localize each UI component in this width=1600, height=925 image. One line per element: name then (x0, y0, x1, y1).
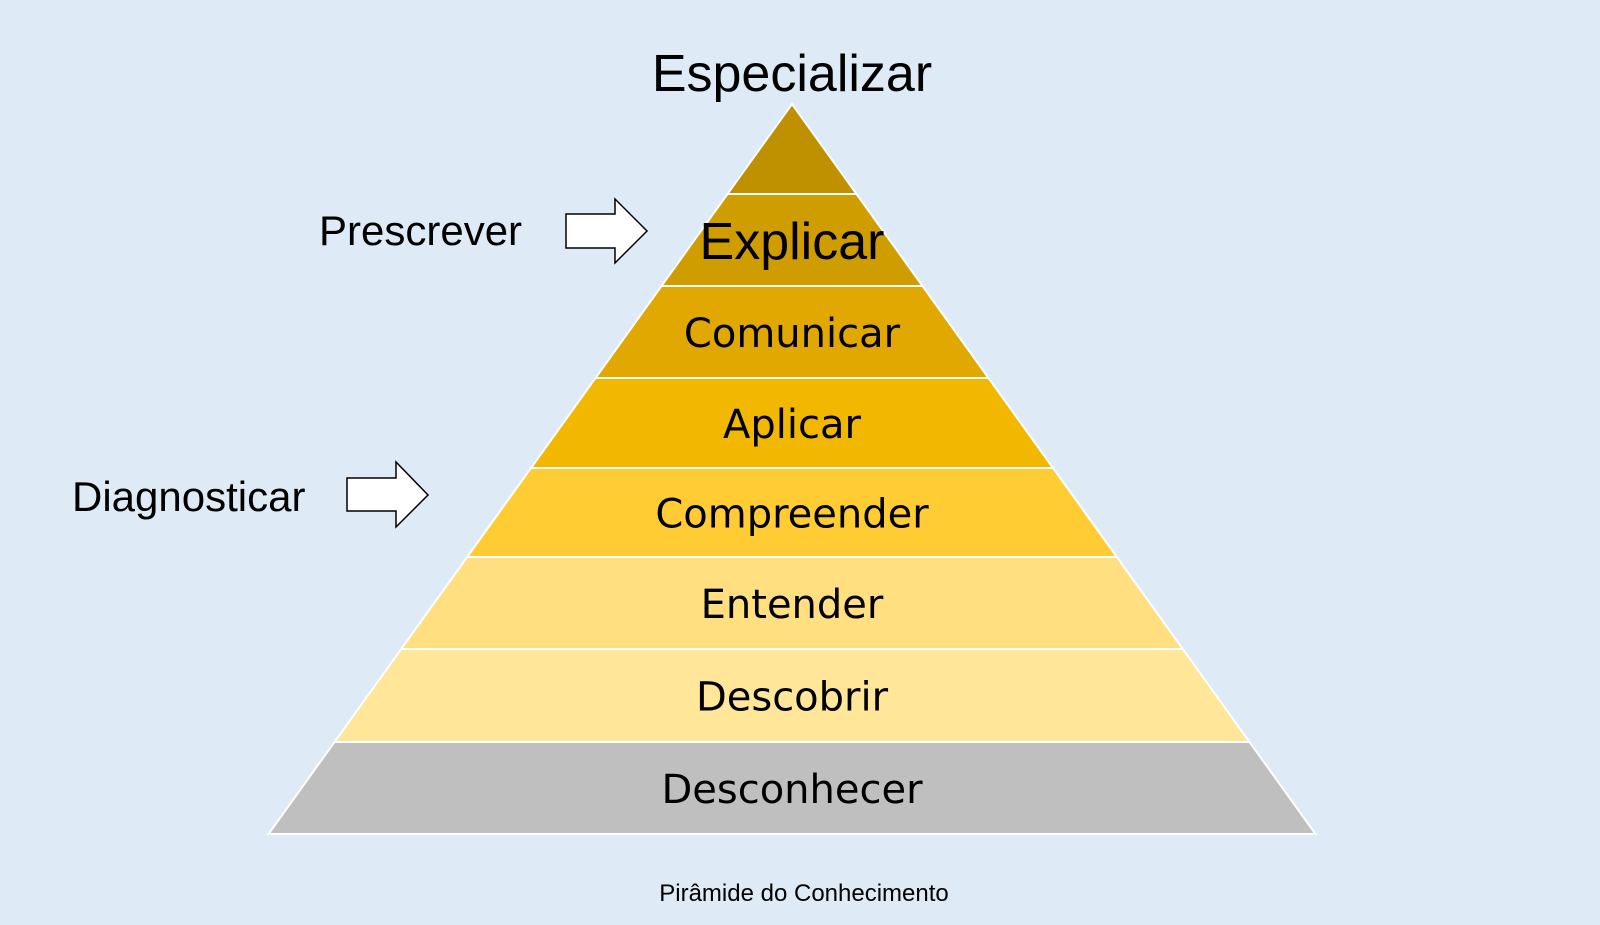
pyramid-layer-label: Desconhecer (661, 767, 923, 813)
diagnosticar-arrow-icon (346, 460, 430, 529)
pyramid-caption: Pirâmide do Conhecimento (659, 880, 949, 907)
pyramid-layer-label: Aplicar (723, 402, 861, 448)
pyramid-layer-label: Entender (701, 582, 884, 628)
pyramid-layer (266, 741, 1318, 835)
diagnosticar-label: Diagnosticar (72, 473, 306, 520)
pyramid-layer-label: Explicar (700, 213, 885, 271)
pyramid-top-label: Especializar (651, 45, 933, 103)
prescrever-label: Prescrever (319, 207, 523, 254)
pyramid-layer-label: Compreender (655, 492, 929, 538)
pyramid-layer-label: Comunicar (684, 311, 901, 357)
pyramid-layer (725, 102, 859, 195)
pyramid-layer-label: Descobrir (696, 675, 889, 721)
prescrever-arrow-icon (565, 197, 649, 265)
